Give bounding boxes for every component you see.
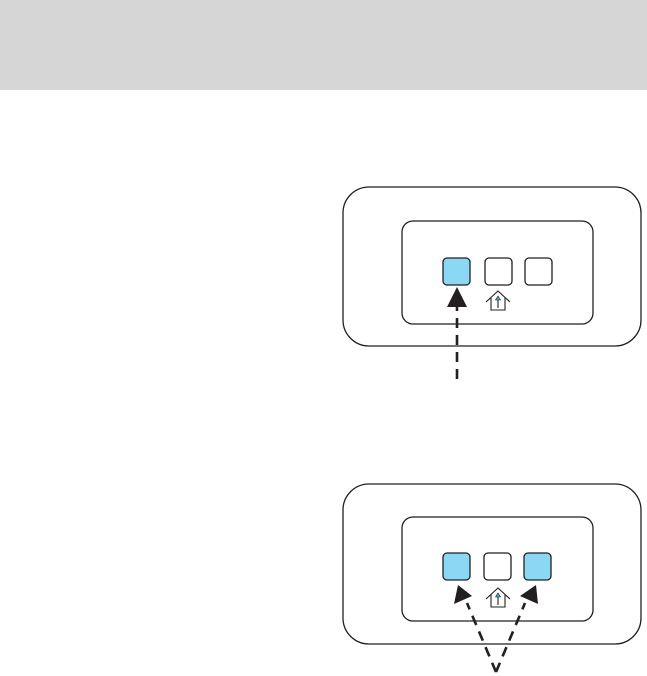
diagram-two-button-press xyxy=(0,477,647,676)
header-bar xyxy=(0,0,647,90)
diagram-single-button-press-svg xyxy=(0,180,647,400)
button-3[interactable] xyxy=(524,553,551,580)
button-1[interactable] xyxy=(443,553,470,580)
dashed-arrow-line-right xyxy=(496,603,525,672)
button-2[interactable] xyxy=(485,258,512,285)
diagram-two-button-press-svg xyxy=(0,477,647,676)
button-1[interactable] xyxy=(443,258,470,285)
button-3[interactable] xyxy=(525,258,552,285)
dashed-arrow-line-left xyxy=(467,603,496,672)
diagram-single-button-press xyxy=(0,180,647,400)
arrowhead-to-button-3 xyxy=(520,585,538,604)
home-arrow-icon xyxy=(486,291,510,310)
button-2[interactable] xyxy=(484,553,511,580)
arrowhead-to-button-1 xyxy=(454,585,472,604)
home-arrow-icon xyxy=(486,588,510,607)
arrowhead-to-button-1 xyxy=(447,287,467,307)
